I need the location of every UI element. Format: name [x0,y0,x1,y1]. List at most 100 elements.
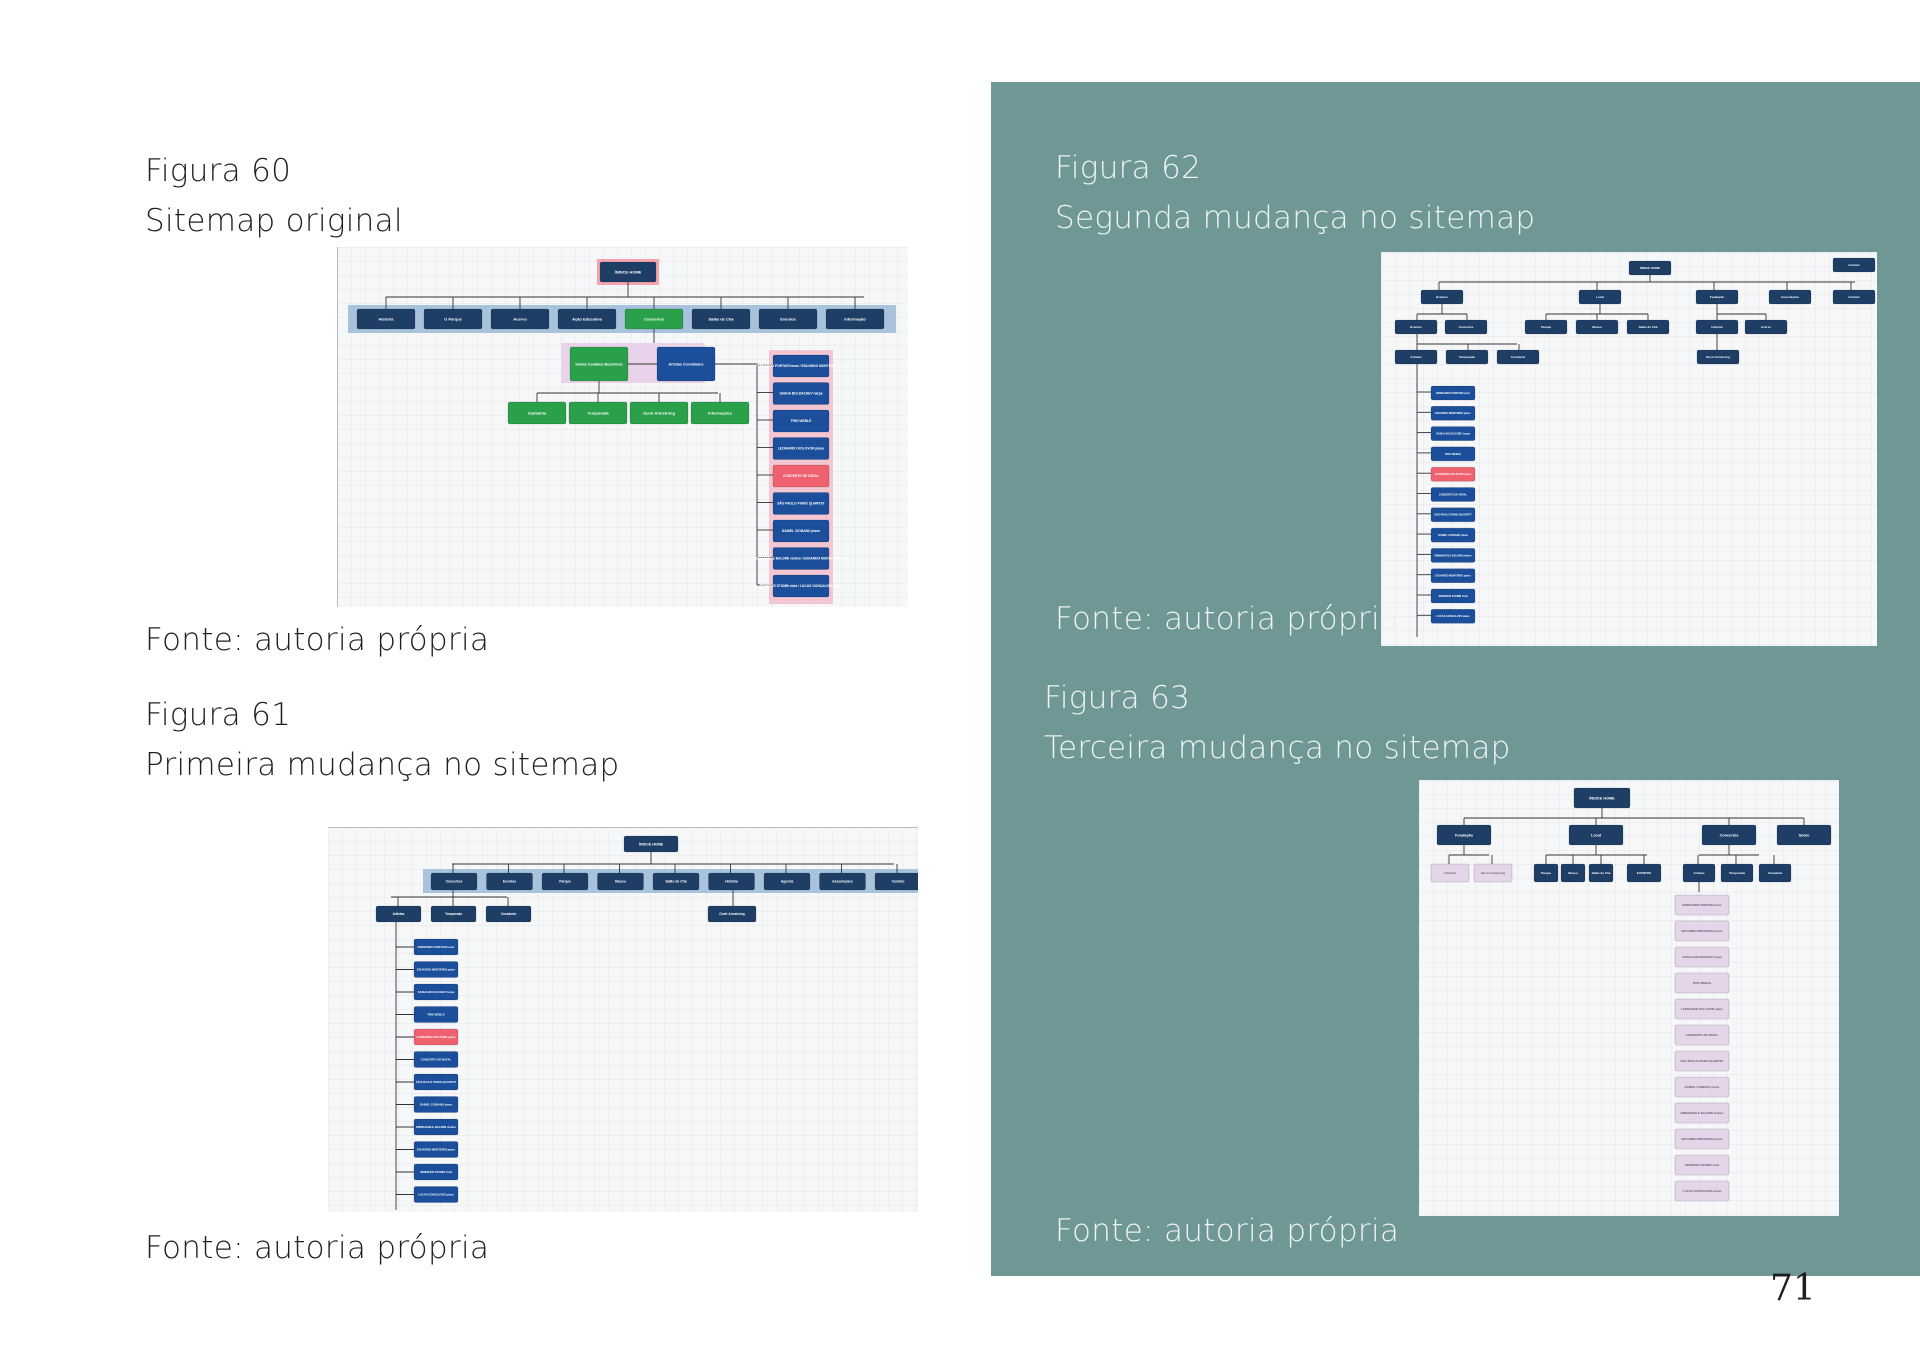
sub-node: Museu [1575,319,1619,335]
svg-text:EDUARDO MONTEIRO piano: EDUARDO MONTEIRO piano [1682,1137,1723,1141]
artist-node: TRIO WEBLE [1430,446,1476,462]
sub-node: Curadoria [485,905,532,923]
svg-text:Ação Educativa: Ação Educativa [572,316,603,321]
nav-node: Local [1578,289,1622,305]
svg-text:Museu: Museu [615,880,626,884]
figure-title: Sitemap original [145,203,403,239]
figure-source: Fonte: autoria própria [1055,601,1400,637]
root-node: ÍNDICE HOME [1573,787,1631,809]
root-node: ÍNDICE HOME [1628,260,1672,276]
svg-text:DANIEL CIOBANU piano: DANIEL CIOBANU piano [1438,533,1468,537]
nav-node: Concertos [1701,824,1757,846]
svg-text:Shows Contatos Benefícios: Shows Contatos Benefícios [575,362,622,366]
sub-node: Informações [690,401,750,425]
svg-text:EVENTOS: EVENTOS [1637,871,1651,875]
sub-node: Ouvir Armstrong [1473,863,1513,883]
sub-node: Ouvir Armstrong [1696,349,1740,365]
figure-label: Figura 61 [145,697,292,733]
artist-node: SASHA BOLDACHEV harpa [1674,946,1730,968]
artist-node: CONCERTO DE NATAL [1674,1024,1730,1046]
svg-text:Sobre: Sobre [1799,833,1810,837]
nav-node: Concertos [624,308,684,330]
svg-text:EMMANUELE BALDINI violino: EMMANUELE BALDINI violino [416,1125,456,1129]
svg-text:LEONARDO KOLOVOR piano: LEONARDO KOLOVOR piano [1681,1007,1723,1011]
svg-text:Cantabria: Cantabria [528,410,547,415]
svg-text:História: História [1711,325,1723,329]
svg-text:Artistas: Artistas [1410,355,1422,359]
sub-node: Salão de Chá [1626,319,1670,335]
artist-node: LEONARDO KOLOVOR piano [1674,998,1730,1020]
nav-node: Salão de Chá [652,872,700,891]
nav-node: Fundação [1695,289,1739,305]
nav-node: O Parque [423,308,483,330]
connector-line [715,363,758,585]
figure-source: Fonte: autoria própria [145,1230,490,1266]
artist-node: SASHA BOLDACHEV harpa [1430,426,1476,441]
svg-text:Ouvir Armstrong: Ouvir Armstrong [1706,355,1730,359]
svg-text:Fundação: Fundação [1455,833,1474,837]
svg-text:O Parque: O Parque [444,316,463,321]
svg-text:Artistas: Artistas [1693,871,1705,875]
svg-text:EDUARDO MONTEIRO piano: EDUARDO MONTEIRO piano [1435,411,1471,415]
svg-text:ÍNDICE HOME: ÍNDICE HOME [615,269,642,274]
sub-node: Parque [1524,319,1568,335]
svg-text:Parque: Parque [559,880,571,884]
svg-text:Acervo: Acervo [513,316,527,321]
sub-node: Temporada [1720,863,1754,883]
svg-text:LEONARDO KOLOVOR piano: LEONARDO KOLOVOR piano [778,447,824,451]
artist-node: DANIEL CIOBANU piano [1674,1076,1730,1098]
artist-node: TRIO WEBLE [413,1006,459,1023]
svg-text:CONCERTO DE NATAL: CONCERTO DE NATAL [1439,492,1468,496]
svg-text:Salão de Chá: Salão de Chá [708,316,734,321]
artist-node: LUCAS GONÇALVES piano [1430,608,1476,624]
artist-node: EMMANUELE BALDINI violino [413,1118,459,1136]
artist-node: FERNANDO PORTARI tenor [1674,894,1730,916]
figure-title: Segunda mudança no sitemap [1055,200,1536,236]
svg-text:ÍNDICE HOME: ÍNDICE HOME [639,841,664,846]
artist-node: LUCAS GONÇALVES piano [413,1186,459,1203]
svg-text:Eventos: Eventos [503,880,516,884]
sub-node: Museu [1560,863,1586,883]
artist-node: JENNIFER STUMM viola [1674,1154,1730,1176]
svg-text:SASHA BOLDACHEV harpa: SASHA BOLDACHEV harpa [418,990,455,994]
artist-node: SÃO PAULO PIANO QUARTET [1674,1050,1730,1072]
svg-text:JENNIFER STUMM viola: JENNIFER STUMM viola [1685,1163,1720,1167]
artist-node: CONCERTO DE NATAL [1430,487,1476,502]
svg-text:EDUARDO MONTEIRO piano: EDUARDO MONTEIRO piano [417,967,456,971]
sub-node: Temporada [1445,349,1489,365]
svg-text:JENNIFER STUMM viola: JENNIFER STUMM viola [420,1170,452,1174]
section-node: Shows Contatos Benefícios [569,346,629,382]
svg-text:SASHA BOLDACHEV harpa: SASHA BOLDACHEV harpa [1436,432,1470,436]
svg-text:DANIEL CIOBANU piano: DANIEL CIOBANU piano [1685,1085,1720,1089]
nav-node: Acervo [490,308,550,330]
section-node: Artistas Convidados [656,346,716,382]
figure-source: Fonte: autoria própria [1055,1213,1400,1249]
figure-label: Figura 62 [1055,150,1202,186]
artist-node: EDUARDO MONTEIRO piano [413,1141,459,1158]
nav-node: Eventos [486,872,533,891]
svg-text:LUCAS GONÇALVES piano: LUCAS GONÇALVES piano [1436,614,1470,618]
nav-node: Contato [1832,289,1876,305]
nav-node: Concertos [430,872,478,891]
svg-text:História: História [1444,871,1456,875]
nav-node: Agenda [763,872,811,891]
figure-title: Primeira mudança no sitemap [145,747,620,783]
svg-text:Salão de Chá: Salão de Chá [665,880,686,884]
svg-text:Agenda: Agenda [781,880,794,884]
svg-text:Temporada: Temporada [1459,355,1475,359]
svg-text:Concertos: Concertos [446,880,463,884]
svg-text:ÍNDICE HOME: ÍNDICE HOME [1640,265,1660,270]
svg-text:Ouvir Armstrong: Ouvir Armstrong [643,410,675,415]
svg-text:Acervo: Acervo [1761,325,1771,329]
svg-text:Curadoria: Curadoria [501,912,516,916]
nav-node: Parque [541,872,589,891]
artist-node: EDUARDO MONTEIRO piano [413,961,459,978]
svg-text:CONCERTO DE NATAL: CONCERTO DE NATAL [421,1057,452,1061]
svg-text:Museu: Museu [1592,325,1602,329]
artist-node: LEONARDO KOLOVOR piano [413,1028,459,1046]
svg-text:Ouvir Armstrong: Ouvir Armstrong [719,912,744,916]
sub-node: Curadoria [1758,863,1792,883]
svg-text:Eventos: Eventos [1410,325,1422,329]
